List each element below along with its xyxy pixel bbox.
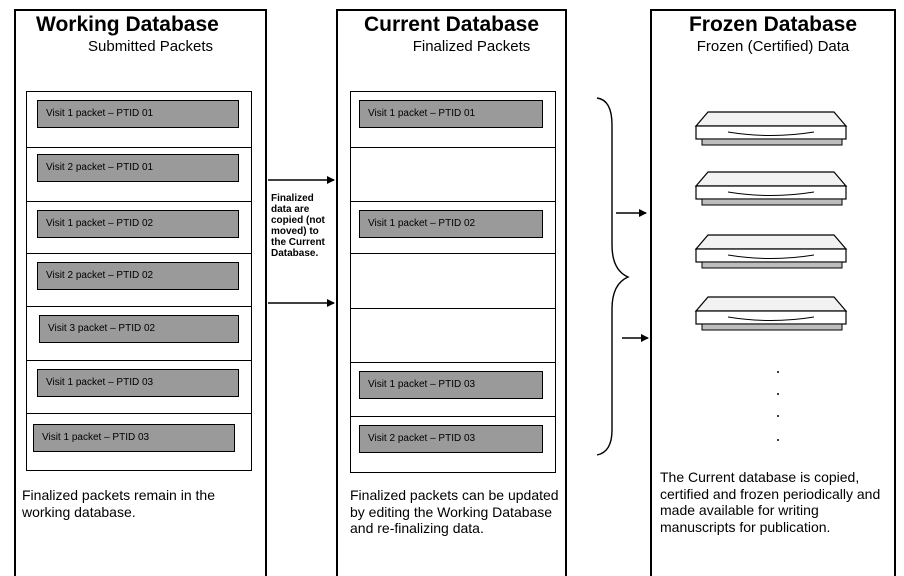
packet-label: Visit 2 packet – PTID 02 bbox=[37, 262, 239, 290]
current-packet-list: Visit 1 packet – PTID 01 Visit 1 packet … bbox=[350, 91, 556, 473]
empty-row bbox=[351, 254, 555, 309]
frozen-database-panel: Frozen Database Frozen (Certified) Data … bbox=[650, 9, 896, 576]
empty-row bbox=[351, 309, 555, 363]
working-database-panel: Working Database Submitted Packets Visit… bbox=[14, 9, 267, 576]
working-database-subtitle: Submitted Packets bbox=[88, 38, 214, 55]
packet-label: Visit 2 packet – PTID 01 bbox=[37, 154, 239, 182]
list-item: Visit 2 packet – PTID 03 bbox=[351, 417, 555, 474]
packet-label: Visit 1 packet – PTID 03 bbox=[359, 371, 543, 399]
list-item: Visit 1 packet – PTID 02 bbox=[27, 202, 251, 254]
curly-brace-icon bbox=[596, 97, 630, 456]
empty-row bbox=[351, 148, 555, 202]
list-item: Visit 1 packet – PTID 03 bbox=[27, 361, 251, 414]
packet-label: Visit 1 packet – PTID 03 bbox=[37, 369, 239, 397]
packet-label: Visit 1 packet – PTID 02 bbox=[37, 210, 239, 238]
list-item: Visit 1 packet – PTID 03 bbox=[27, 414, 251, 472]
packet-label: Visit 1 packet – PTID 01 bbox=[37, 100, 239, 128]
list-item: Visit 2 packet – PTID 02 bbox=[27, 254, 251, 307]
current-database-panel: Current Database Finalized Packets Visit… bbox=[336, 9, 567, 576]
working-database-title: Working Database bbox=[36, 13, 219, 36]
packet-label: Visit 1 packet – PTID 03 bbox=[33, 424, 235, 452]
list-item: Visit 1 packet – PTID 01 bbox=[351, 92, 555, 148]
working-database-footer: Finalized packets remain in the working … bbox=[22, 487, 215, 520]
working-packet-list: Visit 1 packet – PTID 01 Visit 2 packet … bbox=[26, 91, 252, 471]
list-item: Visit 1 packet – PTID 03 bbox=[351, 363, 555, 417]
current-database-title: Current Database bbox=[363, 13, 540, 36]
packet-label: Visit 1 packet – PTID 02 bbox=[359, 210, 543, 238]
copy-arrow-note: Finalized data are copied (not moved) to… bbox=[271, 193, 325, 259]
frozen-database-subtitle: Frozen (Certified) Data bbox=[696, 38, 850, 55]
current-database-footer: Finalized packets can be updated by edit… bbox=[350, 487, 559, 536]
packet-label: Visit 2 packet – PTID 03 bbox=[359, 425, 543, 453]
packet-label: Visit 3 packet – PTID 02 bbox=[39, 315, 239, 343]
frozen-database-footer: The Current database is copied, certifie… bbox=[660, 469, 881, 535]
current-database-subtitle: Finalized Packets bbox=[412, 38, 531, 55]
frozen-database-title: Frozen Database bbox=[688, 13, 858, 36]
list-item: Visit 2 packet – PTID 01 bbox=[27, 148, 251, 202]
list-item: Visit 3 packet – PTID 02 bbox=[27, 307, 251, 361]
packet-label: Visit 1 packet – PTID 01 bbox=[359, 100, 543, 128]
list-item: Visit 1 packet – PTID 01 bbox=[27, 92, 251, 148]
list-item: Visit 1 packet – PTID 02 bbox=[351, 202, 555, 254]
